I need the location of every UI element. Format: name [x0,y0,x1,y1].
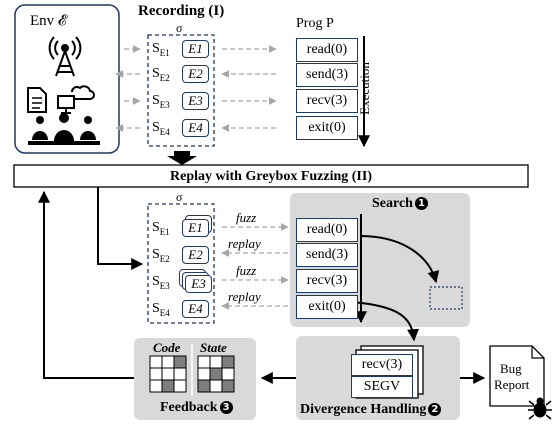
feedback-loop-arrow [38,190,134,379]
replay-bar-box [13,164,529,188]
program-title: Prog P [296,16,334,31]
search-target-box [429,286,463,310]
replay-to-sigma-arrow [97,187,144,270]
code-grid [149,355,187,393]
search-branch-arrow [359,235,440,284]
search-to-divergence-arrow [351,301,419,342]
code-label: Code [153,340,181,355]
search-step-badge: 1 [414,197,428,210]
cloud-computer-icon [57,85,95,114]
feedback-step-badge: 3 [219,401,233,414]
search-cell-4: exit(0) [296,295,358,319]
rec-state-4: SE4 [152,120,170,137]
fuzz-state-3: SE3 [152,274,170,291]
rec-event-1: E1 [182,40,209,58]
bug-report-line1: Bug [500,361,522,376]
fuzz-state-2: SE2 [152,247,170,264]
divergence-step-badge: 2 [428,403,442,416]
bug-icon [528,397,552,420]
fuzz-label-3: fuzz [236,263,257,278]
fuzz-sigma-box [147,203,215,324]
search-cell-1: read(0) [296,218,358,242]
env-box [14,4,120,154]
fuzz-event-4: E4 [182,300,209,318]
fuzz-state-1: SE1 [152,220,170,237]
bug-report-line2: Report [494,377,530,392]
divergence-cell-2: SEGV [351,376,413,398]
fuzz-state-4: SE4 [152,301,170,318]
divergence-cell-1: recv(3) [351,354,413,376]
rec-event-2: E2 [182,65,209,83]
recording-title: Recording (I) [138,3,225,19]
rec-state-1: SE1 [152,41,170,58]
rec-state-3: SE3 [152,93,170,110]
fuzz-event-1: E1 [182,219,209,237]
state-label: State [200,340,227,355]
replay-label-2: replay [228,236,261,251]
recording-sigma: σ [176,21,183,35]
fuzz-event-2: E2 [182,246,209,264]
program-cell-3: recv(3) [296,89,358,113]
program-cell-1: read(0) [296,38,358,62]
recording-sigma-box [147,34,215,147]
rec-state-2: SE2 [152,66,170,83]
env-label: Env 𝓔 [30,13,67,29]
people-icon [28,113,100,145]
fuzz-event-3: E3 [185,275,212,293]
bug-report-doc [489,345,545,407]
fuzz-sigma: σ [176,190,183,204]
replay-bar-label: Replay with Greybox Fuzzing (II) [170,169,372,184]
search-cell-2: send(3) [296,243,358,267]
rec-event-4: E4 [182,119,209,137]
rec-event-3: E3 [182,92,209,110]
state-grid [197,355,235,393]
down-block-arrow [167,151,197,165]
program-cell-4: exit(0) [296,116,358,140]
fuzz-label-1: fuzz [236,210,257,225]
program-cell-2: send(3) [296,63,358,87]
antenna-icon [48,36,82,77]
document-icon [27,87,47,113]
execution-label: Execution [356,62,372,115]
search-cell-3: recv(3) [296,269,358,293]
replay-label-4: replay [228,289,261,304]
